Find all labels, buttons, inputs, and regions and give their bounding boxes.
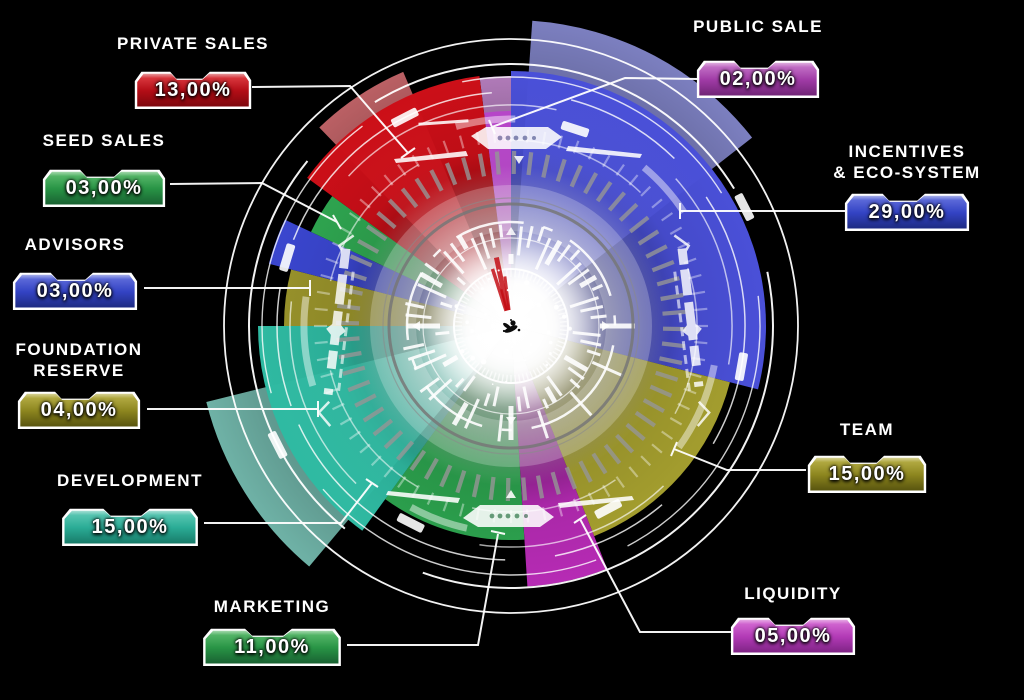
- value-badge-private-sales: 13,00%: [134, 71, 252, 109]
- leader-cap-seed-sales: [332, 214, 342, 230]
- callout-seed-sales: SEED SALES 03,00%: [41, 130, 167, 207]
- callout-liquidity: LIQUIDITY 05,00%: [729, 583, 857, 655]
- hud-side-emblem-left: [317, 234, 355, 427]
- slice-value: 15,00%: [91, 516, 169, 538]
- hud-side-emblem-right: [673, 234, 711, 427]
- callout-marketing: MARKETING 11,00%: [201, 596, 343, 666]
- leader-cap-liquidity: [573, 514, 587, 524]
- slice-label-seed-sales: SEED SALES: [42, 131, 166, 150]
- callout-leader-lines: [144, 76, 846, 646]
- value-badge-marketing: 11,00%: [203, 628, 341, 666]
- value-badge-seed-sales: 03,00%: [42, 169, 166, 207]
- callout-advisors: ADVISORS 03,00%: [11, 234, 139, 310]
- slice-label-public-sale: PUBLIC SALE: [693, 17, 823, 36]
- slice-label-marketing: MARKETING: [213, 597, 331, 616]
- slice-value: 03,00%: [65, 177, 143, 199]
- callout-foundation-reserve: FOUNDATION RESERVE 04,00%: [15, 339, 143, 429]
- callout-team: TEAM 15,00%: [806, 419, 928, 493]
- value-badge-public-sale: 02,00%: [696, 60, 820, 98]
- callout-incentives: INCENTIVES & ECO-SYSTEM 29,00%: [833, 141, 979, 231]
- slice-label-incentives-line1: INCENTIVES: [848, 142, 966, 161]
- value-badge-foundation-reserve: 04,00%: [17, 391, 141, 429]
- leader-cap-public-sale: [488, 119, 496, 135]
- value-badge-team: 15,00%: [807, 455, 927, 493]
- slice-value: 05,00%: [754, 625, 832, 647]
- slice-label-development: DEVELOPMENT: [57, 471, 203, 490]
- center-glow: [351, 166, 671, 486]
- leader-public-sale: [491, 76, 699, 128]
- slice-label-advisors: ADVISORS: [24, 235, 126, 254]
- value-badge-advisors: 03,00%: [12, 272, 138, 310]
- center-red-streaks: [490, 256, 511, 312]
- slice-value: 02,00%: [719, 68, 797, 90]
- callout-private-sales: PRIVATE SALES 13,00%: [117, 33, 268, 109]
- leader-marketing: [347, 533, 499, 646]
- value-badge-development: 15,00%: [62, 508, 198, 546]
- slice-value: 04,00%: [40, 399, 118, 421]
- slice-value: 11,00%: [234, 636, 310, 658]
- slice-value: 13,00%: [154, 79, 232, 101]
- slice-value: 03,00%: [36, 280, 114, 302]
- leader-private-sales: [251, 84, 409, 154]
- hud-ring-nodes: [267, 107, 755, 533]
- leader-cap-team: [670, 441, 678, 457]
- leader-cap-marketing: [490, 530, 506, 535]
- value-badge-liquidity: 05,00%: [730, 617, 856, 655]
- slice-label-private-sales: PRIVATE SALES: [116, 34, 270, 53]
- leader-development: [204, 482, 373, 524]
- slice-label-liquidity: LIQUIDITY: [744, 584, 842, 603]
- value-badge-incentives: 29,00%: [844, 193, 970, 231]
- leader-cap-development: [365, 478, 379, 488]
- callout-development: DEVELOPMENT 15,00%: [57, 470, 203, 546]
- slice-label-incentives-line2: & ECO-SYSTEM: [833, 163, 981, 182]
- hud-direction-arrows: [412, 227, 610, 425]
- leader-cap-private-sales: [400, 147, 416, 159]
- slice-value: 15,00%: [828, 463, 906, 485]
- hud-bottom-emblem: [386, 490, 634, 527]
- leader-team: [673, 448, 806, 471]
- slice-label-foundation-line2: RESERVE: [33, 361, 125, 380]
- center-ink-splat: [502, 319, 521, 333]
- slice-label-team: TEAM: [839, 420, 895, 439]
- leader-seed-sales: [169, 181, 338, 223]
- slice-value: 29,00%: [868, 201, 946, 223]
- slice-label-foundation-line1: FOUNDATION: [15, 340, 143, 359]
- callout-public-sale: PUBLIC SALE 02,00%: [693, 16, 823, 98]
- leader-liquidity: [579, 518, 731, 633]
